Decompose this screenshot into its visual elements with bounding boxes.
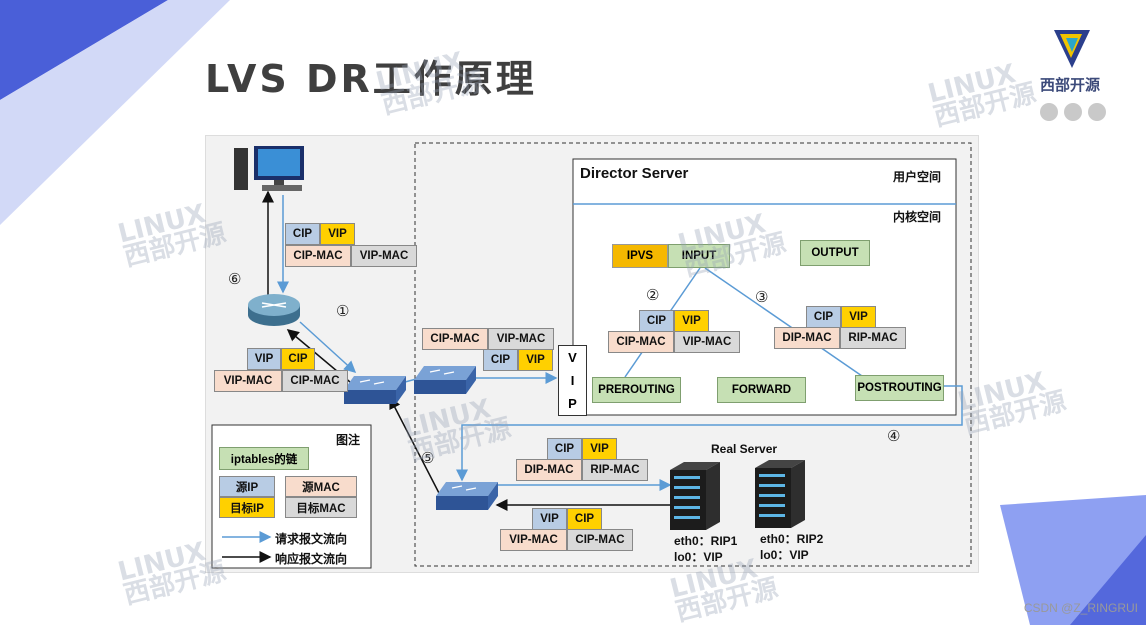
pkt-e-cip: CIP (806, 306, 841, 328)
pkt-g-vip: VIP (532, 508, 567, 530)
real-server-title: Real Server (711, 442, 778, 456)
chain-output: OUTPUT (800, 240, 870, 266)
pkt-b-cip: CIP (281, 348, 315, 370)
client-computer-icon (234, 146, 304, 191)
pkt-a-cip-mac: CIP-MAC (285, 245, 351, 267)
chain-prerouting: PREROUTING (592, 377, 681, 403)
pkt-a-vip-mac: VIP-MAC (351, 245, 417, 267)
pkt-e-dip-mac: DIP-MAC (774, 327, 840, 349)
step-3: ③ (755, 289, 769, 306)
director-server-title: Director Server (580, 165, 689, 182)
dot-3 (1088, 103, 1106, 121)
vip-interface: V I P (558, 345, 587, 416)
step-4: ④ (887, 428, 901, 445)
pkt-f-cip: CIP (547, 438, 582, 460)
pkt-c-cip: CIP (483, 349, 518, 371)
step-1: ① (336, 303, 350, 320)
real-server-1-icon (670, 462, 720, 530)
pkt-e-rip-mac: RIP-MAC (840, 327, 906, 349)
brand-name: 西部开源 (1040, 76, 1101, 94)
pkt-a-cip: CIP (285, 223, 320, 245)
pkt-f-rip-mac: RIP-MAC (582, 459, 648, 481)
chain-forward: FORWARD (717, 377, 806, 403)
pkt-g-cip: CIP (567, 508, 602, 530)
rs1-eth0: eth0：RIP1 (674, 534, 738, 548)
slide-title: LVS DR工作原理 (205, 57, 537, 101)
pkt-g-cip-mac: CIP-MAC (567, 529, 633, 551)
pkt-e-vip: VIP (841, 306, 876, 328)
kernel-space-label: 内核空间 (893, 210, 942, 224)
real-server-2-icon (755, 460, 805, 528)
pkt-d-vip-mac: VIP-MAC (674, 331, 740, 353)
pkt-f-dip-mac: DIP-MAC (516, 459, 582, 481)
switch-1-icon (344, 376, 406, 404)
user-space-label: 用户空间 (893, 170, 942, 184)
step-5: ⑤ (421, 450, 435, 467)
dot-2 (1064, 103, 1082, 121)
pkt-c-vip-mac: VIP-MAC (488, 328, 554, 350)
rs2-lo0: lo0：VIP (760, 548, 809, 562)
chain-input: INPUT (668, 244, 730, 268)
pkt-d-cip: CIP (639, 310, 674, 332)
vip-letter-p: P (568, 396, 577, 411)
legend-dst-ip: 目标IP (219, 497, 275, 518)
chain-postrouting: POSTROUTING (855, 375, 944, 401)
dot-1 (1040, 103, 1058, 121)
vip-letter-v: V (568, 350, 577, 365)
logo-icon (1054, 30, 1090, 68)
switch-2-icon (414, 366, 476, 394)
router-icon (248, 294, 300, 326)
pkt-c-cip-mac: CIP-MAC (422, 328, 488, 350)
pkt-a-vip: VIP (320, 223, 355, 245)
legend-chain-swatch: iptables的链 (219, 447, 309, 470)
footer-credit: CSDN @Z_RINGRUI (1023, 601, 1138, 615)
pkt-g-vip-mac: VIP-MAC (500, 529, 567, 551)
rs1-lo0: lo0：VIP (674, 550, 723, 564)
legend-title: 图注 (336, 433, 361, 447)
legend-request-flow: 请求报文流向 (275, 532, 348, 546)
legend-dst-mac: 目标MAC (285, 497, 357, 518)
corner-decoration-top-left (0, 0, 230, 225)
chain-ipvs: IPVS (612, 244, 668, 268)
vip-letter-i: I (570, 373, 575, 388)
step-6: ⑥ (228, 271, 242, 288)
pkt-b-cip-mac: CIP-MAC (282, 370, 348, 392)
pkt-c-vip: VIP (518, 349, 553, 371)
legend-src-mac: 源MAC (285, 476, 357, 497)
step-2: ② (646, 287, 660, 304)
pkt-b-vip-mac: VIP-MAC (214, 370, 282, 392)
legend-response-flow: 响应报文流向 (275, 552, 348, 566)
corner-decoration-bottom-right (1000, 495, 1146, 625)
legend-src-ip: 源IP (219, 476, 275, 497)
pkt-d-vip: VIP (674, 310, 709, 332)
pkt-d-cip-mac: CIP-MAC (608, 331, 674, 353)
pkt-f-vip: VIP (582, 438, 617, 460)
switch-3-icon (436, 482, 498, 510)
pkt-b-vip: VIP (247, 348, 281, 370)
rs2-eth0: eth0：RIP2 (760, 532, 824, 546)
